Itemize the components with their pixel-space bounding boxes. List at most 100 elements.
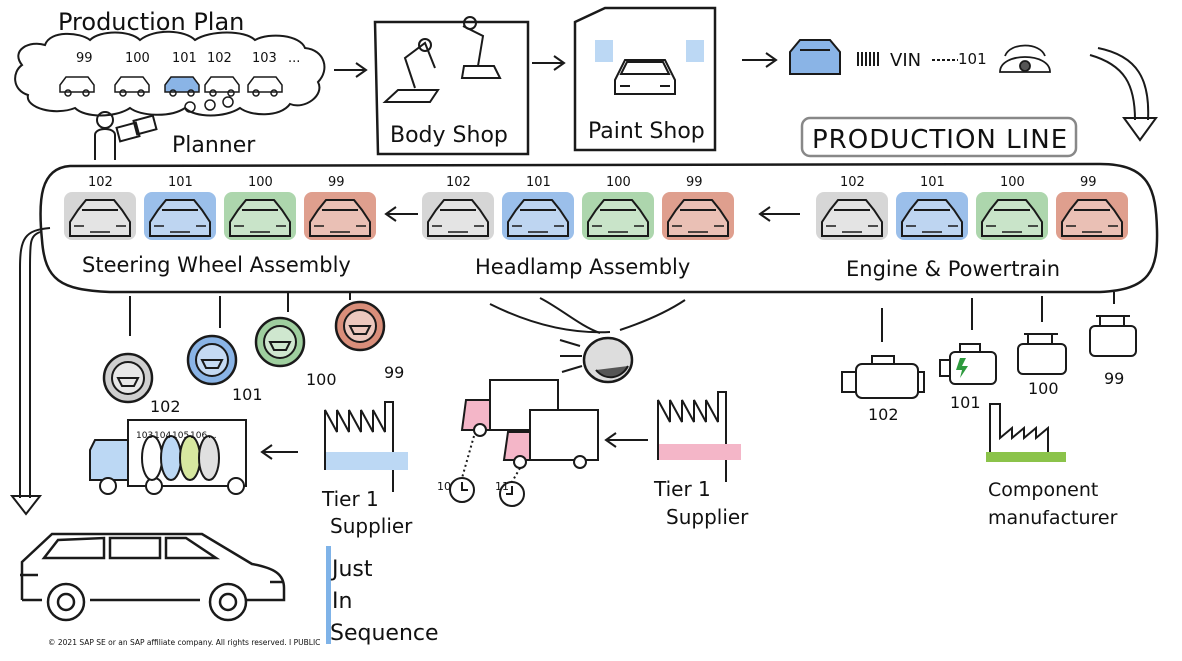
engine-icon-102	[841, 355, 925, 399]
truck-item-number: 106	[190, 431, 207, 441]
plan-number: 103	[252, 51, 277, 66]
headlamp-trucks	[449, 379, 599, 507]
jis-bar	[326, 546, 331, 644]
left-down-arrow	[9, 227, 51, 516]
headlamp-icon	[582, 336, 634, 384]
truck-item-number: 104	[154, 431, 171, 441]
engine-icons	[841, 315, 1137, 399]
truck-item-number: ...	[208, 431, 217, 441]
jis-just: Just	[330, 557, 373, 582]
line-car-number: 101	[526, 175, 551, 190]
engine-icon-99	[1089, 315, 1137, 357]
tier1-factory-left	[324, 401, 408, 492]
line-car: 99	[662, 175, 734, 240]
planner-label: Planner	[172, 133, 256, 158]
engine-number: 100	[1028, 379, 1059, 398]
line-car: 102	[64, 175, 136, 240]
line-car-number: 99	[1080, 175, 1097, 190]
steering-wheel-number: 100	[306, 370, 337, 389]
truck-wheel-item	[198, 435, 220, 481]
engine-number: 101	[950, 393, 981, 412]
steering-wheel-number: 101	[232, 385, 263, 404]
tier1-bar-blue	[326, 452, 408, 470]
line-car: 101	[896, 175, 968, 240]
steering-wheel-icon: 102	[102, 352, 181, 416]
clock-label: 10	[437, 480, 451, 493]
group-label-engine: Engine & Powertrain	[846, 257, 1060, 281]
headlamp-rays	[489, 297, 686, 373]
steering-wheels: 102 101 100 99	[102, 300, 404, 416]
headlamp-truck-arrow	[604, 432, 648, 448]
tier1-factory-mid	[657, 391, 741, 482]
down-arrow-right	[1089, 47, 1158, 142]
paint-spray-blue	[686, 40, 704, 62]
vin-car	[789, 39, 841, 75]
truck-arrow	[260, 444, 298, 460]
steering-wheel-icon: 100	[254, 316, 337, 389]
tier1-mid-line2: Supplier	[666, 505, 749, 529]
vin-number: 101	[958, 50, 987, 68]
copyright: © 2021 SAP SE or an SAP affiliate compan…	[48, 638, 320, 647]
line-car-number: 100	[248, 175, 273, 190]
line-car: 100	[224, 175, 296, 240]
line-car-number: 100	[606, 175, 631, 190]
planner-icon	[94, 111, 158, 160]
jis-truck	[89, 419, 247, 495]
line-car: 101	[502, 175, 574, 240]
tier1-left-line1: Tier 1	[321, 487, 379, 511]
final-car	[20, 532, 286, 622]
production-plan-title: Production Plan	[58, 8, 244, 36]
engine-number: 102	[868, 405, 899, 424]
line-car-number: 102	[446, 175, 471, 190]
vin-label: VIN	[890, 50, 921, 71]
truck-wheel-item	[160, 435, 182, 481]
paint-shop-label: Paint Shop	[588, 119, 705, 144]
wheel-connectors	[129, 292, 351, 336]
robot-arm-icon	[382, 16, 502, 103]
truck-wheel-item	[141, 435, 163, 481]
steering-wheel-icon: 101	[186, 334, 263, 404]
tier1-bar-pink	[659, 444, 741, 460]
plan-number: 102	[207, 51, 232, 66]
line-car-number: 101	[920, 175, 945, 190]
truck-item-number: 103	[136, 431, 153, 441]
line-car-number: 102	[88, 175, 113, 190]
production-line-label: PRODUCTION LINE	[812, 125, 1068, 155]
production-line-outline	[39, 162, 1159, 294]
car-front-icon	[614, 59, 676, 95]
jis-sequence: Sequence	[330, 621, 439, 646]
barcode-icon	[857, 52, 958, 66]
line-car: 99	[1056, 175, 1128, 240]
paint-shop-box: Paint Shop	[573, 6, 717, 152]
line-car-number: 99	[686, 175, 703, 190]
plan-number: ...	[288, 51, 300, 66]
plan-number: 99	[76, 51, 93, 66]
engine-connectors	[881, 292, 1115, 342]
engine-icon-101	[939, 343, 997, 385]
group-label-headlamp: Headlamp Assembly	[475, 255, 690, 279]
line-car-number: 99	[328, 175, 345, 190]
truck-wheel-item	[179, 435, 201, 481]
plan-cloud-outline	[14, 30, 326, 117]
body-shop-box: Body Shop	[373, 16, 530, 156]
line-car: 102	[422, 175, 494, 240]
engine-icon-100	[1017, 333, 1067, 375]
component-bar-green	[986, 452, 1066, 462]
production-line-badge	[800, 116, 1078, 158]
truck-item-number: 105	[172, 431, 189, 441]
tier1-mid-line1: Tier 1	[653, 477, 711, 501]
paint-spray-blue	[595, 40, 613, 62]
line-car: 99	[304, 175, 376, 240]
group-label-steering: Steering Wheel Assembly	[82, 253, 351, 277]
top-flow-arrows	[334, 52, 778, 78]
plan-number: 100	[125, 51, 150, 66]
jis-in: In	[332, 589, 352, 614]
line-flow-arrows	[384, 206, 800, 222]
plan-numbers: 99 100 101 102 103 ...	[76, 51, 300, 66]
line-car: 101	[144, 175, 216, 240]
steering-wheel-number: 99	[384, 363, 404, 382]
plan-car-icons	[59, 76, 283, 113]
steering-wheel-icon: 99	[334, 300, 404, 382]
